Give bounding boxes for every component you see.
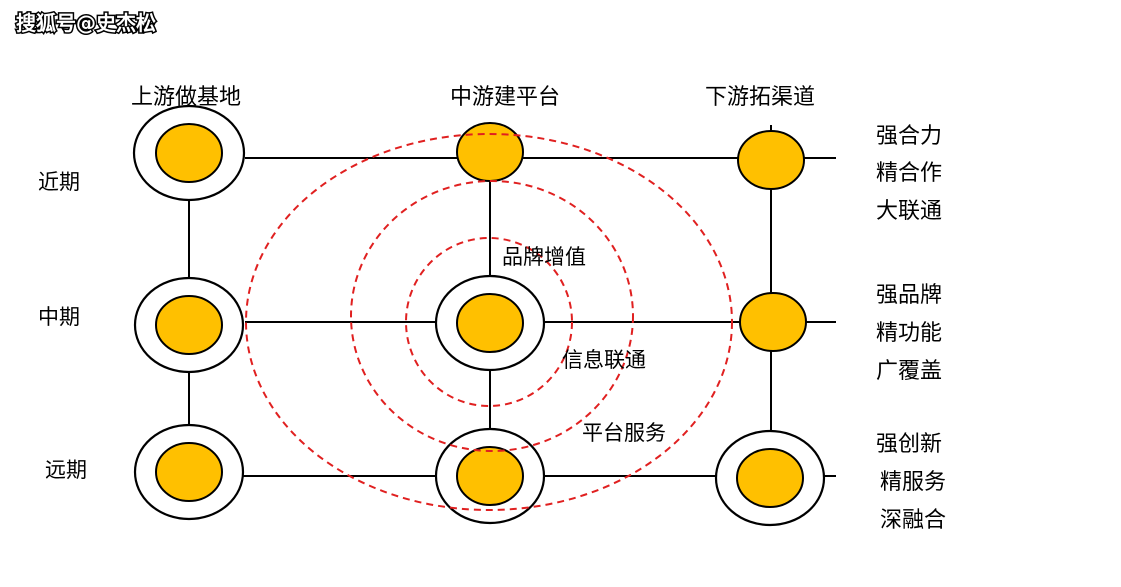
watermark-text: 搜狐号@史杰松 — [16, 11, 156, 35]
strategy-text: 强品牌 — [876, 283, 942, 308]
row-label-mid-term: 中期 — [38, 305, 80, 329]
row-label-long-term: 远期 — [45, 458, 87, 482]
node-downstream-long — [714, 429, 826, 527]
strategy-text: 广覆盖 — [876, 359, 942, 384]
ring-label-info-connect: 信息联通 — [562, 348, 646, 372]
node-downstream-near — [737, 130, 805, 190]
column-title-midstream: 中游建平台 — [450, 85, 560, 110]
strategy-text: 精合作 — [876, 161, 942, 186]
strategy-text: 强合力 — [876, 124, 942, 149]
middle-ring — [350, 180, 634, 452]
node-upstream-mid — [133, 276, 245, 374]
column-title-downstream: 下游拓渠道 — [705, 85, 815, 110]
strategy-text: 深融合 — [880, 508, 946, 533]
ring-label-platform-service: 平台服务 — [582, 421, 666, 445]
strategy-group-near: 强合力 精合作 大联通 — [876, 124, 942, 224]
dashed-rings — [245, 133, 733, 511]
node-midstream-long — [434, 427, 546, 525]
node-upstream-near — [132, 104, 246, 202]
strategy-text: 精服务 — [880, 470, 946, 495]
outer-ring — [245, 133, 733, 511]
strategy-group-mid: 强品牌 精功能 广覆盖 — [876, 283, 942, 384]
row-label-near-term: 近期 — [38, 170, 80, 194]
ring-label-brand-value: 品牌增值 — [502, 245, 586, 269]
diagram-nodes — [132, 104, 826, 527]
strategy-text: 强创新 — [876, 432, 942, 457]
inner-ring — [405, 237, 573, 407]
node-midstream-mid — [434, 274, 546, 372]
strategy-text: 大联通 — [876, 199, 942, 224]
strategy-group-long: 强创新 精服务 深融合 — [876, 432, 946, 533]
strategy-text: 精功能 — [876, 321, 942, 346]
node-midstream-near — [456, 122, 524, 182]
node-upstream-long — [133, 423, 245, 521]
node-downstream-mid — [739, 292, 807, 352]
